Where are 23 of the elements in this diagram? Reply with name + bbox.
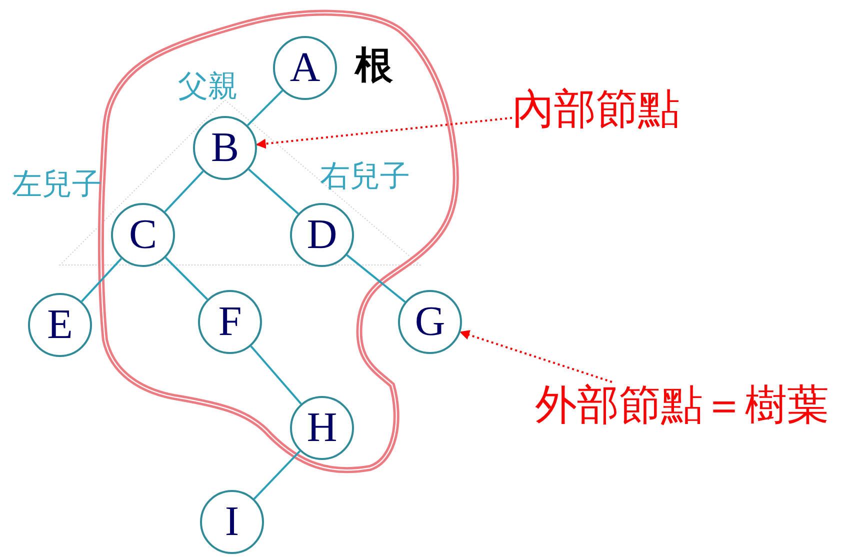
tree-edge: [250, 346, 302, 404]
tree-node-circle: C: [111, 203, 175, 267]
callout-text: 外部節點＝樹葉: [535, 382, 829, 428]
tree-node-circle: A: [273, 36, 337, 100]
parent-label: 父親: [178, 70, 238, 103]
tree-node-circle: F: [198, 290, 262, 354]
tree-edge: [248, 168, 299, 214]
dotted-arrow: [459, 330, 612, 383]
tree-node-circle: G: [398, 290, 462, 354]
tree-node-circle: D: [290, 203, 354, 267]
tree-node-circle: I: [200, 490, 264, 554]
dotted-arrow: [256, 116, 512, 149]
tree-node-circle: H: [290, 396, 354, 460]
tree-edge: [246, 90, 284, 126]
tree-edge: [346, 254, 406, 303]
callout-text: 內部節點: [512, 86, 680, 132]
root-label: 根: [355, 45, 393, 87]
tree-edge: [164, 256, 208, 300]
tree-node-circle: E: [28, 293, 92, 357]
tree-edge: [164, 170, 204, 212]
tree-edge: [253, 450, 301, 500]
tree-node-circle: B: [193, 116, 257, 180]
right-child-label: 右兒子: [320, 160, 410, 193]
